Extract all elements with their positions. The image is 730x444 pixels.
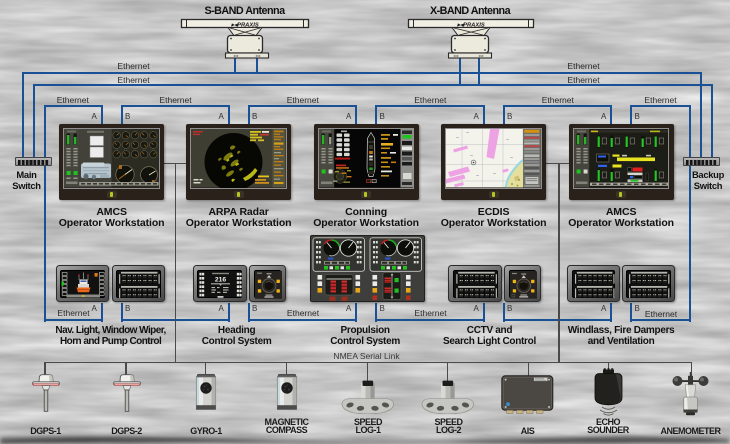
svg-text:××: ×× — [255, 53, 261, 58]
svg-text:▸◂PRAXIS: ▸◂PRAXIS — [230, 22, 259, 28]
svg-text:××: ×× — [453, 53, 459, 58]
svg-text:216: 216 — [215, 276, 227, 283]
svg-text:××: ×× — [233, 53, 239, 58]
svg-text:▸◂PRAXIS: ▸◂PRAXIS — [456, 22, 485, 28]
svg-text:××: ×× — [478, 53, 484, 58]
